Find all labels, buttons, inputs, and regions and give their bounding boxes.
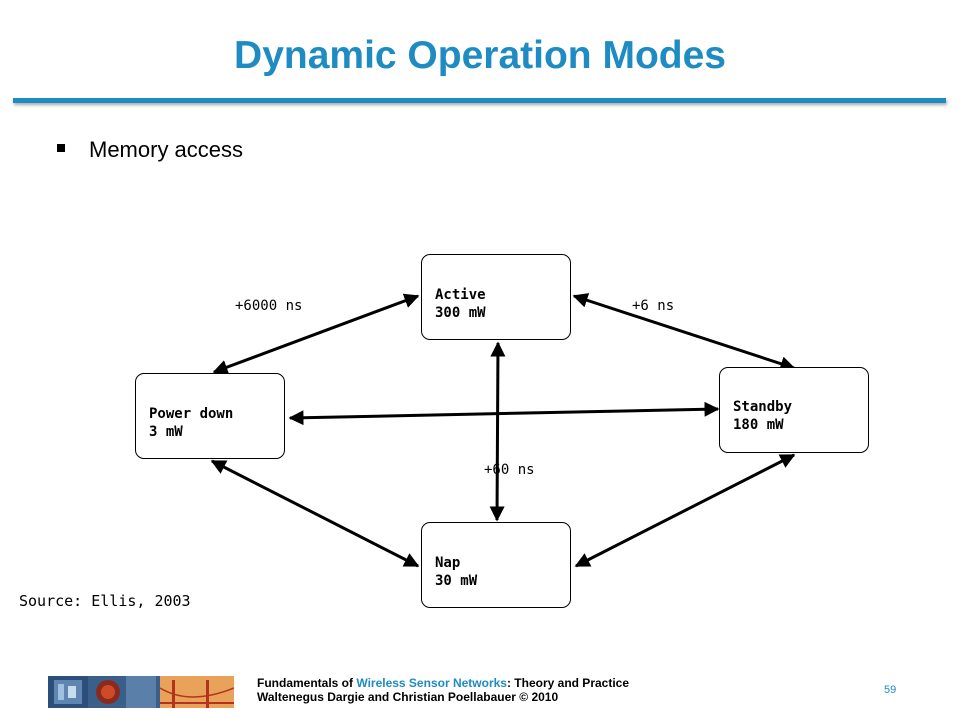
arrow-active-standby: [572, 293, 796, 371]
node-standby-power: 180 mW: [733, 417, 784, 433]
node-standby: Standby 180 mW: [719, 367, 869, 453]
node-active: Active 300 mW: [421, 254, 571, 340]
arrow-standby-nap: [574, 453, 796, 568]
source-citation: Source: Ellis, 2003: [19, 592, 191, 610]
footer-banner-image: [48, 676, 234, 708]
footer-line-1: Fundamentals of Wireless Sensor Networks…: [257, 676, 629, 690]
node-power-down-power: 3 mW: [149, 424, 183, 440]
arrow-active-nap: [489, 341, 506, 522]
title-divider: [13, 98, 946, 103]
arrow-active-power-down: [212, 293, 420, 375]
footer-line-1-prefix: Fundamentals of: [257, 676, 357, 690]
node-standby-name: Standby: [733, 399, 793, 415]
node-power-down: Power down 3 mW: [135, 373, 285, 459]
footer-line-1-highlight: Wireless Sensor Networks: [356, 676, 507, 690]
slide-title: Dynamic Operation Modes: [234, 34, 726, 77]
arrow-power-down-standby: [288, 401, 720, 426]
bullet-item: Memory access: [57, 137, 243, 163]
edge-label-active-standby: +6 ns: [632, 298, 675, 314]
node-nap-power: 30 mW: [435, 573, 478, 589]
node-power-down-name: Power down: [149, 406, 234, 422]
footer-credits: Fundamentals of Wireless Sensor Networks…: [257, 676, 629, 704]
edge-label-active-power-down: +6000 ns: [235, 298, 303, 314]
node-active-name: Active: [435, 287, 486, 303]
bullet-text: Memory access: [89, 137, 244, 162]
node-nap: Nap 30 mW: [421, 522, 571, 608]
bullet-square-icon: [57, 144, 65, 153]
page-number: 59: [884, 684, 897, 696]
arrow-power-down-nap: [210, 459, 420, 568]
node-nap-name: Nap: [435, 555, 461, 571]
footer-line-1-suffix: : Theory and Practice: [506, 676, 630, 690]
node-active-power: 300 mW: [435, 305, 486, 321]
footer-line-2: Waltenegus Dargie and Christian Poellaba…: [257, 690, 559, 704]
edge-label-active-nap: +60 ns: [484, 462, 535, 478]
